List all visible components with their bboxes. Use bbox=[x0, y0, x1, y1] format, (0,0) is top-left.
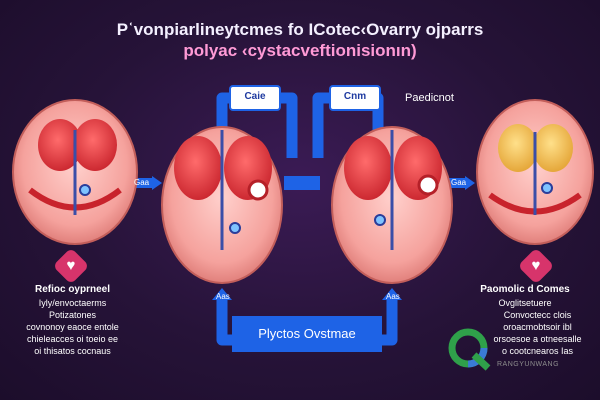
left-panel-line-5: oi thisatos cocnaus bbox=[34, 346, 111, 356]
heart-badge-left: ♥ bbox=[52, 247, 90, 285]
label-caie: Caie bbox=[244, 91, 266, 102]
right-panel-line-2: Convoctecc clois bbox=[503, 310, 572, 320]
arrow-right-1 bbox=[152, 176, 162, 190]
right-panel-line-4: orsoesoe a otneesalle bbox=[493, 334, 582, 344]
box-cnm bbox=[329, 85, 381, 111]
label-paedicnot: Paedicnot bbox=[405, 92, 454, 104]
heart-icon: ♥ bbox=[66, 257, 76, 274]
arrow-shaft-2 bbox=[440, 178, 466, 188]
ovary-illustration-1 bbox=[12, 99, 138, 245]
arrow-label-4: Aas bbox=[386, 292, 400, 301]
right-panel-line-5: o cootcnearos Ias bbox=[501, 346, 574, 356]
label-cnm: Cnm bbox=[343, 91, 367, 102]
right-panel-line-1: Ovglitsetuere bbox=[498, 298, 552, 308]
bottom-banner bbox=[232, 316, 382, 352]
arrow-label-2: Gaa bbox=[451, 178, 467, 187]
heart-icon: ♥ bbox=[531, 257, 541, 274]
ovary-illustration-4 bbox=[476, 99, 594, 245]
bottom-banner-text: Plyctos Ovstmae bbox=[258, 326, 356, 341]
right-panel-title: Paomolic d Comes bbox=[480, 284, 570, 295]
arrow-shaft-1 bbox=[126, 178, 153, 188]
q-logo-icon bbox=[448, 328, 491, 371]
left-panel-line-2: Potizatones bbox=[48, 310, 97, 320]
side-arrows bbox=[126, 176, 475, 190]
right-panel-line-3: oroacmobtsoir ibl bbox=[503, 322, 572, 332]
heart-badge-right: ♥ bbox=[517, 247, 555, 285]
arrow-right-2 bbox=[465, 176, 475, 190]
left-panel-line-1: Iyly/envoctaerms bbox=[38, 298, 107, 308]
ovary-illustration-3 bbox=[331, 126, 453, 284]
left-panel-line-4: chieleacces oi toeio ee bbox=[26, 334, 119, 344]
box-caie bbox=[229, 85, 281, 111]
arrow-up-right bbox=[382, 288, 402, 300]
arrow-up-left bbox=[212, 288, 232, 300]
ovary-illustration-2 bbox=[161, 126, 283, 284]
arrow-center bbox=[284, 176, 320, 190]
arrow-label-3: Aas bbox=[216, 292, 230, 301]
diagram-title: Pʿvonpiarlineytcmes fo ICotec‹Ovarry ojp… bbox=[116, 20, 484, 39]
arrow-label-1: Gaa bbox=[134, 178, 150, 187]
diagram-subtitle: polyac ‹cystacveftionisionın) bbox=[183, 41, 417, 60]
watermark-text: RANGYUNWANG bbox=[497, 361, 560, 368]
left-panel-line-3: covnonoy eaoce entole bbox=[26, 322, 119, 332]
left-panel-title: Refioc oyprneel bbox=[34, 284, 111, 295]
